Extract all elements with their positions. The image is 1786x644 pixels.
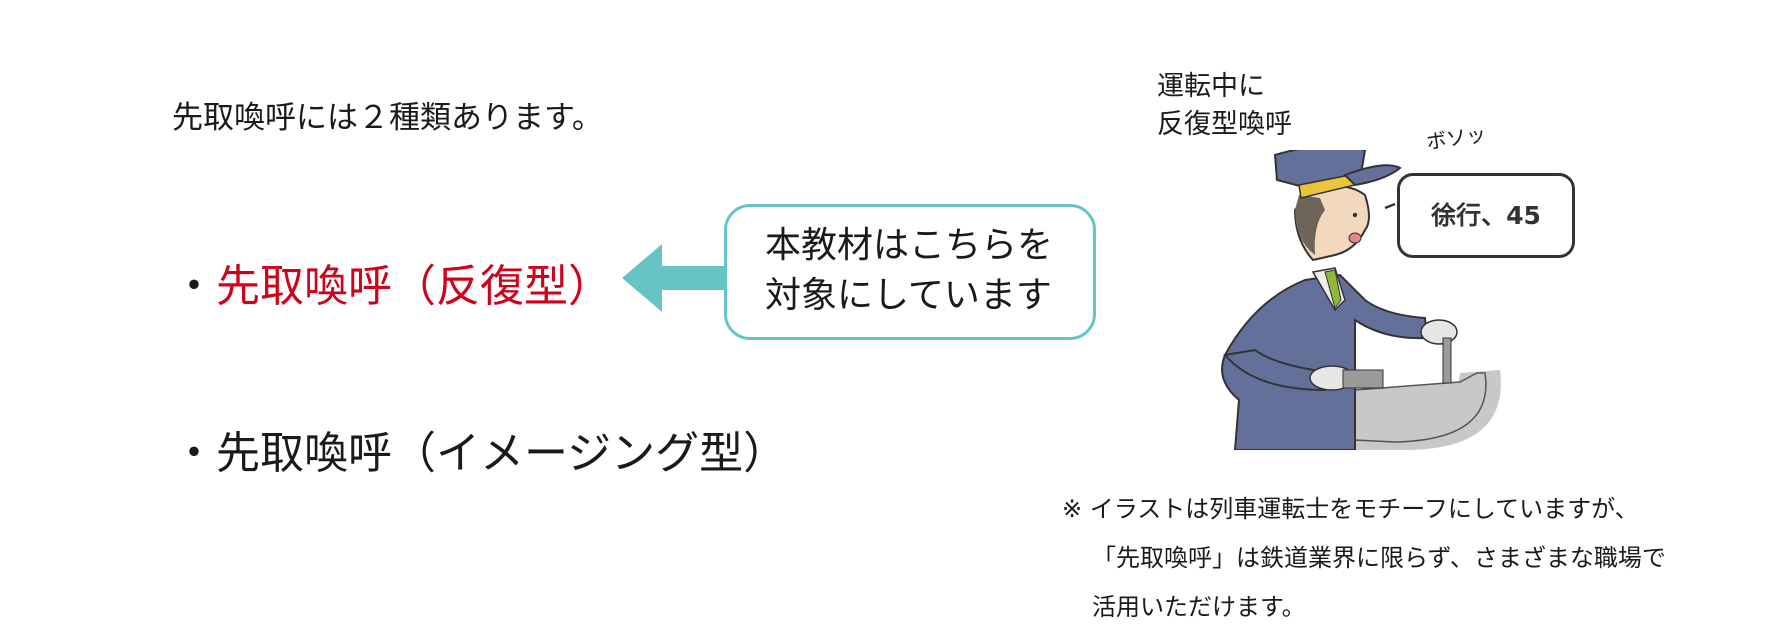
bullet-imaging-type: ・先取喚呼（イメージング型） [172,417,787,481]
footnote-line: 活用いただけます。 [1092,593,1306,621]
scene-label: 運転中に 反復型喚呼 [1157,68,1292,144]
callout-line: 対象にしています [765,275,1052,316]
speech-bubble: 徐行、45 [1397,173,1575,258]
scene-label-line: 反復型喚呼 [1157,109,1292,140]
bullet-marker: ・ [172,428,216,479]
target-callout: 本教材はこちらを 対象にしています [724,204,1096,340]
bullet-label: 先取喚呼（イメージング型） [216,428,788,479]
left-arrow-icon [622,244,726,316]
scene-label-line: 運転中に [1157,71,1265,102]
footnote: ※ イラストは列車運転士をモチーフにしていますが、 「先取喚呼」は鉄道業界に限ら… [1062,485,1666,632]
callout-line: 本教材はこちらを [765,225,1054,266]
intro-text: 先取喚呼には２種類あります。 [172,100,603,136]
footnote-line: 「先取喚呼」は鉄道業界に限らず、さまざまな職場で [1092,544,1666,572]
train-driver-illustration [1195,145,1525,454]
footnote-line: ※ イラストは列車運転士をモチーフにしていますが、 [1062,495,1639,523]
bullet-repetitive-type: ・先取喚呼（反復型） [172,250,612,314]
bullet-marker: ・ [172,261,216,312]
bullet-label: 先取喚呼（反復型） [216,261,612,312]
